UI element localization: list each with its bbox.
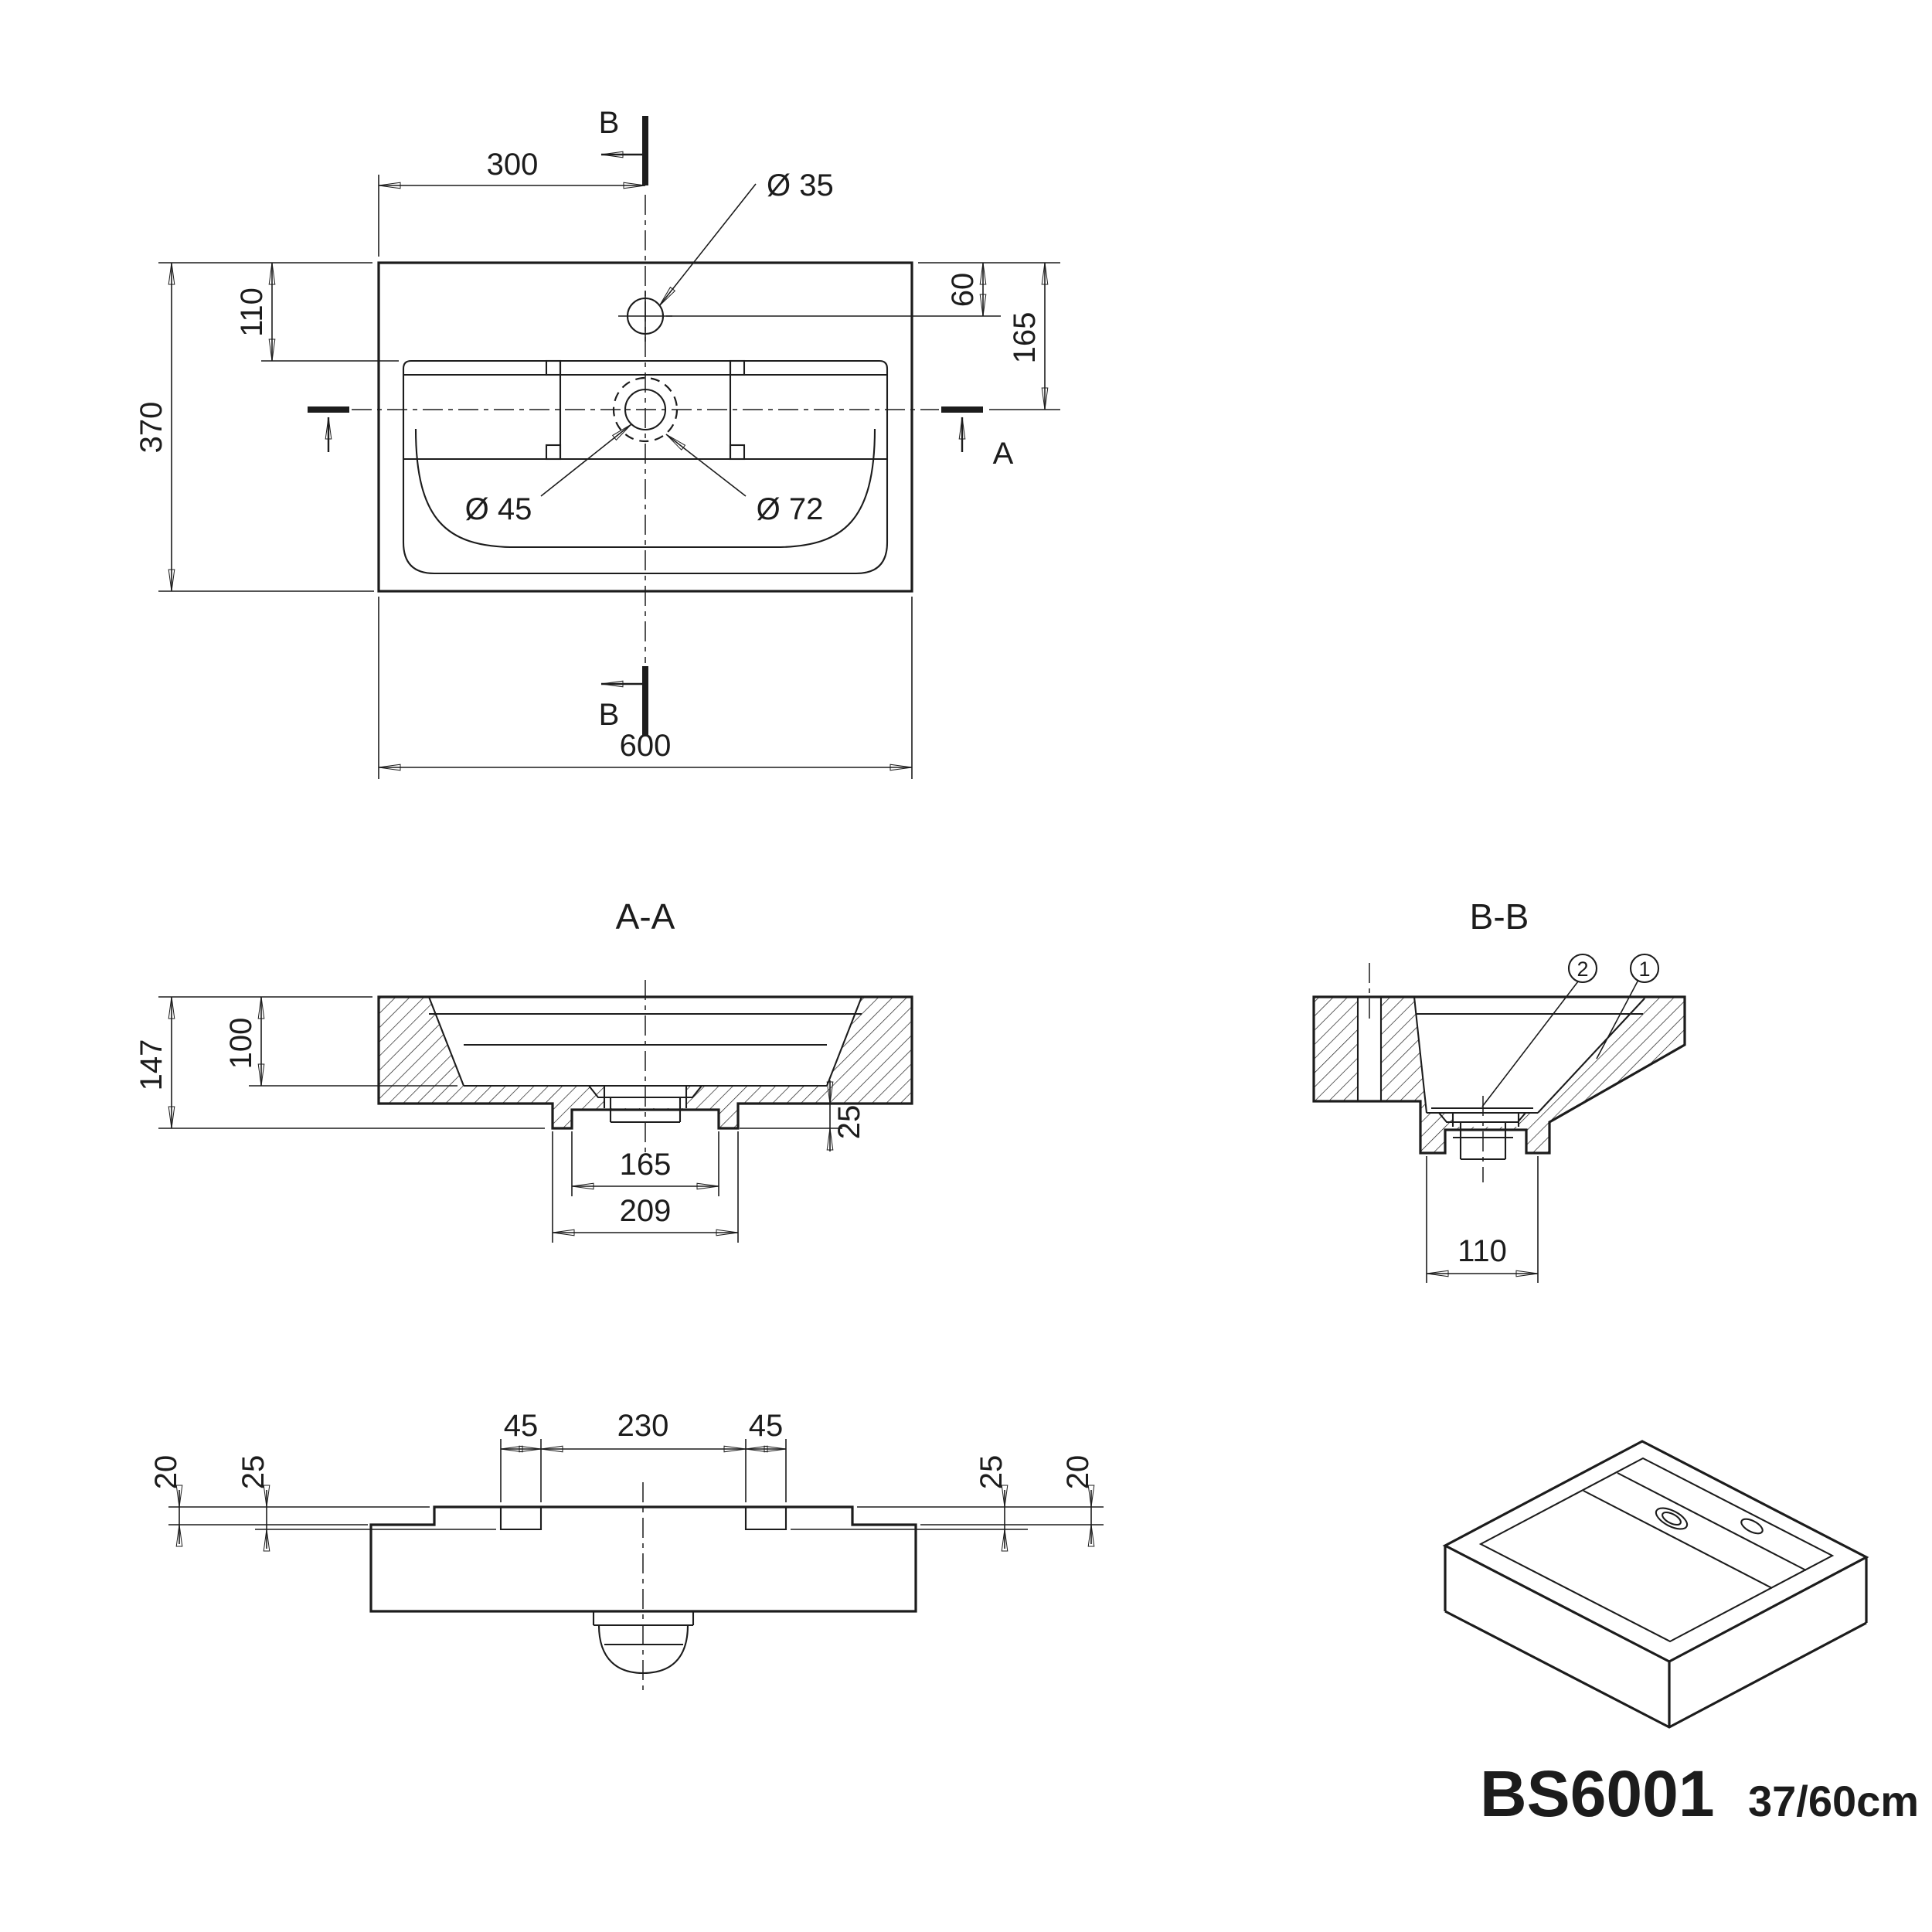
section-bb-drain-fitting [1431,1107,1533,1161]
dim-165-label: 165 [1008,312,1042,364]
dim-600-label: 600 [620,729,672,763]
platform-corner-mark [545,359,562,376]
dim-60: 60 [666,262,1060,317]
mount-slot-left [499,1507,543,1531]
underside-view: 45 230 45 20 25 25 [149,1409,1104,1692]
dim-dia35: Ø 35 [658,168,834,307]
dim-20-left-label: 20 [149,1455,183,1490]
dim-165-aa: 165 [571,1131,719,1196]
dim-370-label: 370 [134,402,168,454]
model-number: BS6001 [1480,1757,1715,1830]
dim-230-label: 230 [617,1409,669,1443]
section-aa-cavity-profile [428,996,862,1108]
iso-inner-rim [1478,1457,1835,1643]
dim-20-left: 20 [149,1455,430,1547]
dim-209: 209 [552,1131,739,1243]
section-bb-faucet-slot [1356,997,1383,1101]
platform-corner-mark [729,359,746,376]
section-letter-b-top: B [599,106,620,140]
iso-body-edges [1444,1546,1868,1729]
dim-dia72: Ø 72 [665,434,824,526]
platform-corner-mark [729,444,746,461]
dim-110-label: 110 [235,287,269,337]
iso-faucet-hole [1740,1518,1764,1535]
dim-dia45: Ø 45 [465,423,632,526]
iso-drain-inner [1662,1511,1682,1526]
underside-outline [369,1505,917,1613]
callout-1: 1 [1596,953,1660,1060]
iso-channel-edge [1583,1490,1773,1589]
section-letter-a: A [993,437,1014,471]
dim-110: 110 [158,262,399,362]
iso-drain-outer [1655,1507,1689,1530]
section-aa-drain-fitting [587,1084,704,1124]
iso-deck-edge [1617,1472,1807,1571]
dim-25-right-label: 25 [975,1455,1009,1490]
dim-25-left: 25 [236,1455,496,1552]
section-bb-title: B-B [1470,896,1529,937]
dim-dia35-label: Ø 35 [767,168,834,202]
section-marker-b-top: B [599,106,648,185]
dim-110-bb: 110 [1426,1156,1539,1283]
isometric-view [1442,1440,1869,1729]
callout-2: 2 [1481,953,1598,1107]
dim-20-right: 20 [920,1455,1104,1547]
dim-20-right-label: 20 [1061,1455,1095,1490]
dim-165-aa-label: 165 [620,1148,672,1182]
dim-45-left-label: 45 [504,1409,539,1443]
dim-100-label: 100 [224,1018,258,1070]
section-aa-outer-profile [377,995,913,1130]
dim-25-right: 25 [791,1455,1104,1552]
section-marker-b-bottom: B [599,666,648,736]
dim-dia45-label: Ø 45 [465,492,532,526]
dim-110-bb-label: 110 [1458,1234,1507,1268]
model-size: 37/60cm [1748,1777,1919,1825]
dim-25-aa-label: 25 [832,1105,866,1140]
callout-2-number: 2 [1577,957,1588,981]
dim-60-label: 60 [946,273,980,308]
dim-100: 100 [224,996,457,1087]
platform-corner-mark [545,444,562,461]
top-view: B B A 300 Ø 35 [134,106,1060,779]
dim-147-label: 147 [134,1039,168,1091]
section-bb-outer-profile [1312,995,1686,1155]
dim-147: 147 [134,996,545,1129]
section-aa-hatching [379,997,912,1128]
section-bb-hatching [1314,997,1685,1153]
section-letter-b-bottom: B [599,698,620,732]
iso-top-face [1442,1440,1869,1663]
dim-25-aa: 25 [740,1080,866,1151]
section-marker-a: A [308,406,1014,471]
title-block: BS6001 37/60cm [1480,1757,1919,1830]
callout-1-number: 1 [1638,957,1650,981]
dim-165-top: 165 [989,262,1060,410]
dim-300: 300 [378,148,646,257]
dim-209-label: 209 [620,1194,672,1228]
dim-300-label: 300 [487,148,539,182]
slope-toe-curve [414,428,876,549]
basin-inner-outline [402,359,889,575]
section-aa: A-A 147 100 165 [134,896,913,1243]
dim-25-left-label: 25 [236,1455,270,1490]
section-bb: B-B 2 1 110 [1312,896,1686,1283]
dim-600: 600 [378,597,913,779]
mount-slot-right [744,1507,787,1531]
dim-370: 370 [134,262,374,592]
section-aa-title: A-A [616,896,675,937]
dim-dia72-label: Ø 72 [757,492,824,526]
dim-45-230-45: 45 230 45 [500,1409,787,1502]
dim-45-right-label: 45 [749,1409,784,1443]
